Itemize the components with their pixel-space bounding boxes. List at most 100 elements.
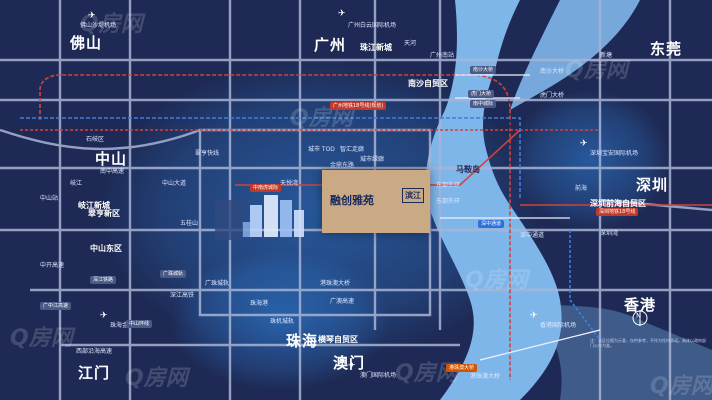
city-aomen: 澳门 [333, 354, 366, 372]
metro-blue-south [569, 230, 601, 341]
ring-road [198, 128, 432, 317]
label-tianhe: 天河 [404, 40, 417, 47]
tag-gz: 广中江高速 [40, 302, 72, 310]
city-shenzhen: 深圳 [636, 176, 669, 194]
tag-humen: 虎门大桥 [468, 90, 495, 98]
metro-red-outer [39, 74, 511, 380]
label-cuiheng-rd: 翠亨快线 [195, 150, 220, 157]
legend-note: 注：本区位图为示意，仅供参考，不作为任何承诺。具体以政府部门公布为准。 [590, 338, 706, 348]
sea-south [520, 300, 712, 400]
river-branch-north [510, 0, 640, 110]
city-zhuhai: 珠海 [286, 332, 319, 350]
label-airport-sz: 深圳宝安国际机场 [590, 150, 639, 157]
project-badge: 滨江 [402, 188, 424, 203]
label-nansha-bridge: 南沙大桥 [540, 68, 565, 75]
district-zhujiang-xincheng: 珠江新城 [360, 43, 392, 52]
airplane-icon: ✈ [580, 139, 588, 149]
district-cuiheng: 翠亨新区 [88, 209, 120, 218]
label-tianyu: 天悦湾 [280, 180, 299, 187]
tag-jm: 深江铁路 [90, 276, 117, 284]
metro-lines [20, 74, 712, 380]
watermark: Q房网 [10, 326, 73, 351]
tag-zh: 广珠城轨 [160, 270, 187, 278]
label-shenzhen-bay: 深圳湾 [600, 230, 619, 237]
label-jiyuan: 金鼎东路 [330, 162, 355, 169]
city-guangzhou: 广州 [314, 36, 347, 54]
airplane-icon: ✈ [530, 311, 538, 321]
label-shenzhong: 深中通道 [520, 232, 545, 239]
compass [632, 310, 648, 326]
watermark: Q房网 [650, 374, 712, 399]
label-humen: 虎门大桥 [540, 92, 565, 99]
airplane-icon: ✈ [338, 9, 346, 19]
metro-red-inner [235, 129, 521, 186]
label-xintang: 新塘 [600, 52, 613, 59]
tag-shenzhong: 深中通道 [478, 220, 505, 228]
tag-bay: 港珠澳大桥 [446, 364, 478, 372]
city-zhongshan: 中山 [95, 150, 128, 168]
building-cluster [242, 195, 304, 237]
label-tod: 城市 TOD [308, 146, 335, 153]
label-airport-gz: 广州白云国际机场 [348, 22, 397, 29]
city-dongguan: 东莞 [650, 40, 683, 58]
tag-nanshazhong: 南中城际 [470, 100, 497, 108]
airplane-icon: ✈ [88, 11, 96, 21]
water-majiang: 马鞍岛 [456, 165, 480, 174]
label-pearl-sea: 港珠澳大桥 [470, 373, 501, 380]
district-zhongshan-east: 中山东区 [90, 244, 122, 253]
hkzm-bridge [479, 329, 601, 361]
watermark: Q房网 [465, 268, 528, 293]
label-xiwai: 西部沿海高速 [76, 348, 113, 355]
label-dongshuo: 东部外环 [436, 182, 461, 189]
watermark: Q房网 [125, 366, 188, 391]
metro-blue-line [20, 117, 521, 200]
label-airport-hk: 香港国际机场 [540, 322, 577, 329]
label-dongtai: 东部外环 [436, 198, 461, 205]
label-zhongkai-rd: 中山大道 [162, 180, 187, 187]
district-nansha: 南沙自贸区 [408, 79, 448, 88]
label-qianhai: 前海 [575, 185, 588, 192]
road-curve-west [0, 128, 201, 151]
district-hengqin: 横琴自贸区 [318, 335, 358, 344]
district-jiangxin: 岐江新城 [78, 201, 110, 210]
tag-metro: 广州地铁18号线(规划) [330, 102, 387, 110]
city-jiangmen: 江门 [78, 364, 111, 382]
compass-north-icon: N [636, 312, 642, 320]
label-airport-mo: 澳门国际机场 [360, 372, 397, 379]
label-zhuhai-port: 珠海港 [250, 300, 269, 307]
bridges [440, 74, 601, 361]
tag-nansha: 南沙大桥 [470, 66, 497, 74]
label-zhuji: 珠机城轨 [270, 318, 295, 325]
label-guangao: 广澳高速 [330, 298, 355, 305]
label-shiqi: 石岐区 [86, 136, 105, 143]
label-airport-fs: 佛山沙堤机场 [80, 22, 117, 29]
park-area [215, 200, 243, 240]
label-shenjiang: 深江高铁 [170, 292, 195, 299]
city-foshan: 佛山 [70, 34, 103, 52]
tag-zs: 中山环线 [126, 320, 153, 328]
project-highlight: 融创雅苑 滨江 [322, 170, 430, 233]
airplane-icon: ✈ [100, 311, 108, 321]
project-name: 融创雅苑 [330, 194, 374, 207]
airplane-icon: ✈ [348, 361, 356, 371]
district-qianhai: 深圳前海自贸区 [590, 199, 646, 208]
label-zs-station: 中山站 [40, 195, 59, 202]
label-gz-south: 广州南站 [430, 52, 455, 59]
city-xianggang: 香港 [624, 296, 657, 314]
watermark: Q房网 [290, 106, 353, 131]
tag-zhongnan: 中南虎城际 [250, 184, 282, 192]
label-zhongkai: 中开高速 [40, 262, 65, 269]
label-chengkou: 城市绿廊 [360, 156, 385, 163]
tag-sz-metro: 深圳地铁18号线 [596, 208, 639, 216]
label-nanzhong: 南中高速 [100, 168, 125, 175]
label-hkzm: 港珠澳大桥 [320, 280, 351, 287]
glow-zhuhai [170, 250, 390, 390]
label-wuguishan: 五桂山 [180, 220, 199, 227]
label-huizhou: 智汇走廊 [340, 146, 365, 153]
label-qiao: 岐江 [70, 180, 83, 187]
watermark: Q房网 [565, 58, 628, 83]
water-zhujiang: 珠江 [500, 121, 516, 130]
